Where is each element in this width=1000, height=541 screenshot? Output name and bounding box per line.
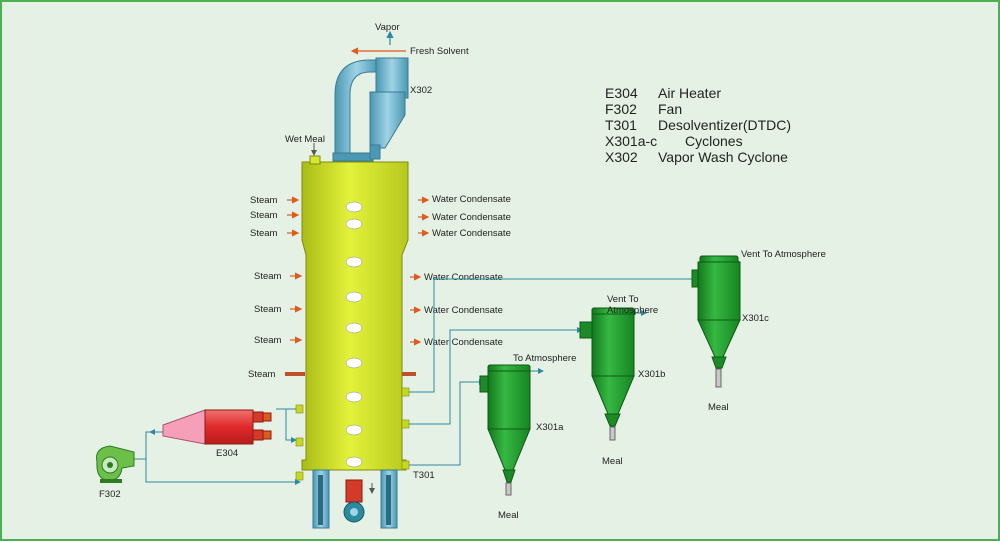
legend-desc-4: Vapor Wash Cyclone [658, 149, 788, 165]
x301c-outlet-label: Vent To Atmosphere [741, 249, 826, 260]
legend-code-2: T301 [605, 117, 637, 133]
steam-label-5: Steam [254, 304, 282, 315]
legend-code-1: F302 [605, 101, 637, 117]
gas-lines [132, 259, 741, 485]
fresh-solvent-label: Fresh Solvent [410, 46, 469, 57]
condensate-label-5: Water Condensate [424, 305, 503, 316]
x301c-label: X301c [742, 313, 769, 324]
steam-label-7: Steam [248, 369, 276, 380]
condensate-outlets: Water Condensate Water Condensate Water … [410, 194, 511, 348]
fan-f302: F302 [96, 445, 135, 500]
air-heater-e304: E304 [162, 409, 272, 459]
steam-label-1: Steam [250, 195, 278, 206]
steam-injector-right [402, 372, 416, 376]
wet-meal-label: Wet Meal [285, 134, 325, 145]
legend-desc-1: Fan [658, 101, 682, 117]
vapor-wash-cyclone-x302: Vapor Fresh Solvent X302 [332, 22, 469, 162]
legend-code-0: E304 [605, 85, 638, 101]
cyclone-x301c: Vent To Atmosphere X301c Meal [691, 249, 826, 413]
legend-code-3: X301a-c [605, 133, 657, 149]
x301b-outlet-label-1: Vent To [607, 294, 639, 305]
steam-label-6: Steam [254, 335, 282, 346]
legend-desc-2: Desolventizer(DTDC) [658, 117, 791, 133]
legend-desc-0: Air Heater [658, 85, 721, 101]
t301-label: T301 [413, 470, 435, 481]
legend-desc-3: Cyclones [685, 133, 743, 149]
steam-label-4: Steam [254, 271, 282, 282]
steam-label-2: Steam [250, 210, 278, 221]
legend-code-4: X302 [605, 149, 638, 165]
x302-label: X302 [410, 85, 432, 96]
cyclone-x301b: Vent To Atmosphere X301b Meal [579, 294, 665, 467]
condensate-label-6: Water Condensate [424, 337, 503, 348]
x301b-meal-label: Meal [602, 456, 623, 467]
desolventizer-t301: Wet Meal [285, 134, 435, 529]
steam-label-3: Steam [250, 228, 278, 239]
wet-meal-inlet [309, 155, 321, 165]
steam-injector-left [285, 372, 305, 376]
steam-inlets: Steam Steam Steam Steam Steam Steam Stea… [248, 195, 303, 380]
legend: E304 Air Heater F302 Fan T301 Desolventi… [605, 85, 791, 165]
rotary-valve [345, 479, 363, 503]
tray-markers [345, 201, 363, 468]
x301a-outlet-label: To Atmosphere [513, 353, 576, 364]
condensate-label-3: Water Condensate [432, 228, 511, 239]
f302-label: F302 [99, 489, 121, 500]
x301a-meal-label: Meal [498, 510, 519, 521]
x301c-meal-label: Meal [708, 402, 729, 413]
cyclone-x301a: To Atmosphere X301a Meal [479, 353, 576, 521]
x301b-outlet-label-2: Atmosphere [607, 305, 658, 316]
e304-label: E304 [216, 448, 238, 459]
vapor-label: Vapor [375, 22, 400, 33]
x301a-label: X301a [536, 422, 564, 433]
condensate-label-1: Water Condensate [432, 194, 511, 205]
condensate-label-4: Water Condensate [424, 272, 503, 283]
x301b-label: X301b [638, 369, 665, 380]
condensate-label-2: Water Condensate [432, 212, 511, 223]
